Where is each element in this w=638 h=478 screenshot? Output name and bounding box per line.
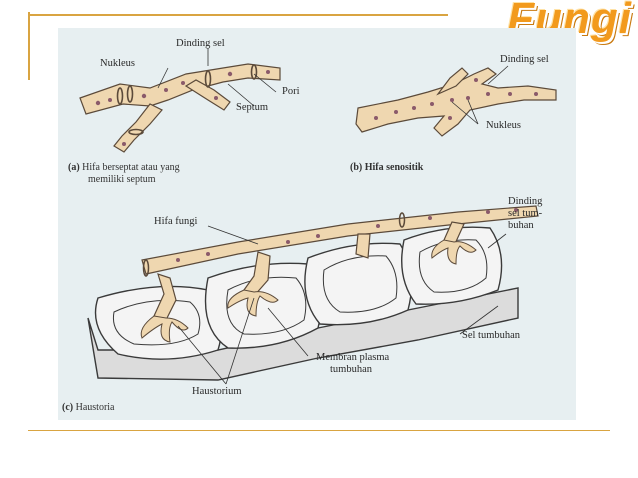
label-pori: Pori bbox=[282, 86, 300, 97]
label-nukleus-a: Nukleus bbox=[100, 58, 135, 69]
label-haustorium: Haustorium bbox=[192, 386, 242, 397]
label-nukleus-b: Nukleus bbox=[486, 120, 521, 131]
caption-b-marker: (b) bbox=[350, 162, 362, 173]
decorative-vertical-rule bbox=[28, 12, 30, 80]
coenocytic-hypha-drawing bbox=[356, 68, 556, 136]
caption-c-text: Haustoria bbox=[76, 402, 115, 413]
caption-a-line2: memiliki septum bbox=[88, 174, 156, 186]
decorative-bottom-rule bbox=[28, 430, 610, 431]
label-membran-plasma-1: Membran plasma bbox=[316, 352, 389, 363]
label-dinding-sel-tumbuhan-1: Dinding bbox=[508, 196, 542, 207]
caption-a-line1: Hifa berseptat atau yang bbox=[82, 162, 179, 173]
caption-c: (c) Haustoria bbox=[62, 402, 115, 414]
label-dinding-sel-b: Dinding sel bbox=[500, 54, 549, 65]
label-sel-tumbuhan: Sel tumbuhan bbox=[462, 330, 520, 341]
label-membran-plasma-2: tumbuhan bbox=[330, 364, 372, 375]
caption-b-text: Hifa senositik bbox=[365, 162, 424, 173]
fungi-hyphae-illustration: Dinding sel Nukleus Pori Septum Dinding … bbox=[58, 28, 576, 420]
label-dinding-sel-tumbuhan-2: sel tum- bbox=[508, 208, 542, 219]
caption-c-marker: (c) bbox=[62, 402, 73, 413]
label-septum: Septum bbox=[236, 102, 268, 113]
label-hifa-fungi: Hifa fungi bbox=[154, 216, 197, 227]
caption-a-marker: (a) bbox=[68, 162, 80, 173]
label-dinding-sel-a: Dinding sel bbox=[176, 38, 225, 49]
decorative-top-rule bbox=[28, 14, 448, 16]
label-dinding-sel-tumbuhan-3: buhan bbox=[508, 220, 534, 231]
caption-a: (a) Hifa berseptat atau yang bbox=[68, 162, 180, 174]
caption-b: (b) Hifa senositik bbox=[350, 162, 423, 174]
